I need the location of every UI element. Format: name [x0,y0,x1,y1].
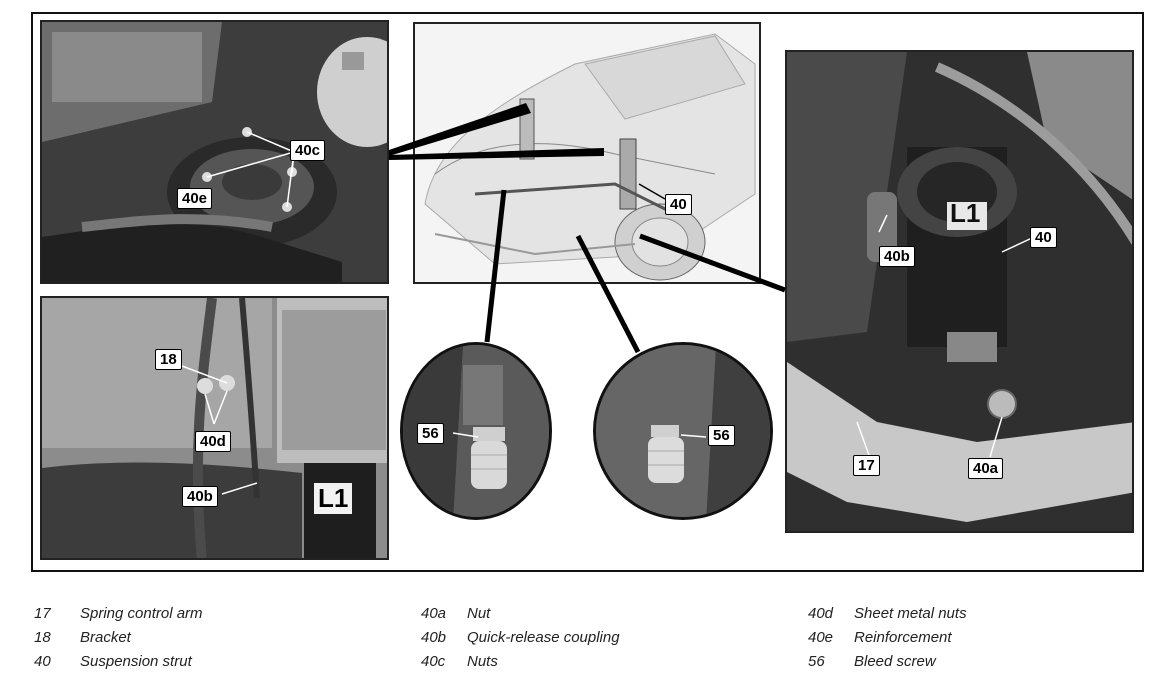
legend-item: 40e Reinforcement [808,629,967,653]
legend-item: 40c Nuts [421,653,620,677]
callout-40d: 40d [195,431,231,452]
callout-17: 17 [853,455,880,476]
legend-text: Bracket [80,629,131,646]
legend-column-2: 40a Nut 40b Quick-release coupling 40c N… [421,605,620,677]
legend-text: Sheet metal nuts [854,605,967,622]
callout-18: 18 [155,349,182,370]
callout-40-overview: 40 [665,194,692,215]
callout-56-right: 56 [708,425,735,446]
legend-column-1: 17 Spring control arm 18 Bracket 40 Susp… [34,605,203,677]
photo-strut-top-mount: 40c 40e [40,20,389,284]
photo-strut-top-mount-drawing [42,22,387,282]
legend-code: 56 [808,653,825,670]
legend-item: 40a Nut [421,605,620,629]
legend-code: 18 [34,629,51,646]
legend-item: 18 Bracket [34,629,203,653]
legend-item: 56 Bleed screw [808,653,967,677]
legend-item: 40d Sheet metal nuts [808,605,967,629]
strut-marking-l1: L1 [314,483,353,514]
legend-item: 40b Quick-release coupling [421,629,620,653]
legend-code: 40c [421,653,446,670]
callout-40e: 40e [177,188,213,209]
legend-code: 40a [421,605,447,622]
photo-strut-lower-area-drawing [42,298,387,558]
legend-code: 40d [808,605,834,622]
callout-40c: 40c [290,140,326,161]
legend-text: Suspension strut [80,653,192,670]
photo-strut-lower-mount-drawing [787,52,1132,531]
photo-vehicle-overview: 40 [413,22,761,284]
callout-40b-right: 40b [879,246,915,267]
vehicle-overview-drawing [415,24,759,282]
photo-strut-lower-mount: 40b 40 17 40a L1 [785,50,1134,533]
detail-circle-bleed-screw-right: 56 [593,342,773,520]
callout-40-right: 40 [1030,227,1057,248]
legend-text: Bleed screw [854,653,936,670]
strut-marking-l1-right: L1 [950,198,981,228]
legend-text: Nut [467,605,491,622]
legend-item: 17 Spring control arm [34,605,203,629]
legend-column-3: 40d Sheet metal nuts 40e Reinforcement 5… [808,605,967,677]
callout-40a: 40a [968,458,1004,479]
detail-circle-bleed-screw-left: 56 [400,342,552,520]
legend-code: 40e [808,629,834,646]
legend-code: 17 [34,605,51,622]
legend-text: Quick-release coupling [467,629,620,646]
legend-code: 40 [34,653,51,670]
legend-text: Nuts [467,653,498,670]
legend-code: 40b [421,629,447,646]
legend-text: Spring control arm [80,605,203,622]
detail-circle-right-drawing [596,345,770,517]
legend-item: 40 Suspension strut [34,653,203,677]
callout-56-left: 56 [417,423,444,444]
photo-strut-lower-area: 18 40d 40b L1 [40,296,389,560]
legend-text: Reinforcement [854,629,952,646]
callout-40b: 40b [182,486,218,507]
